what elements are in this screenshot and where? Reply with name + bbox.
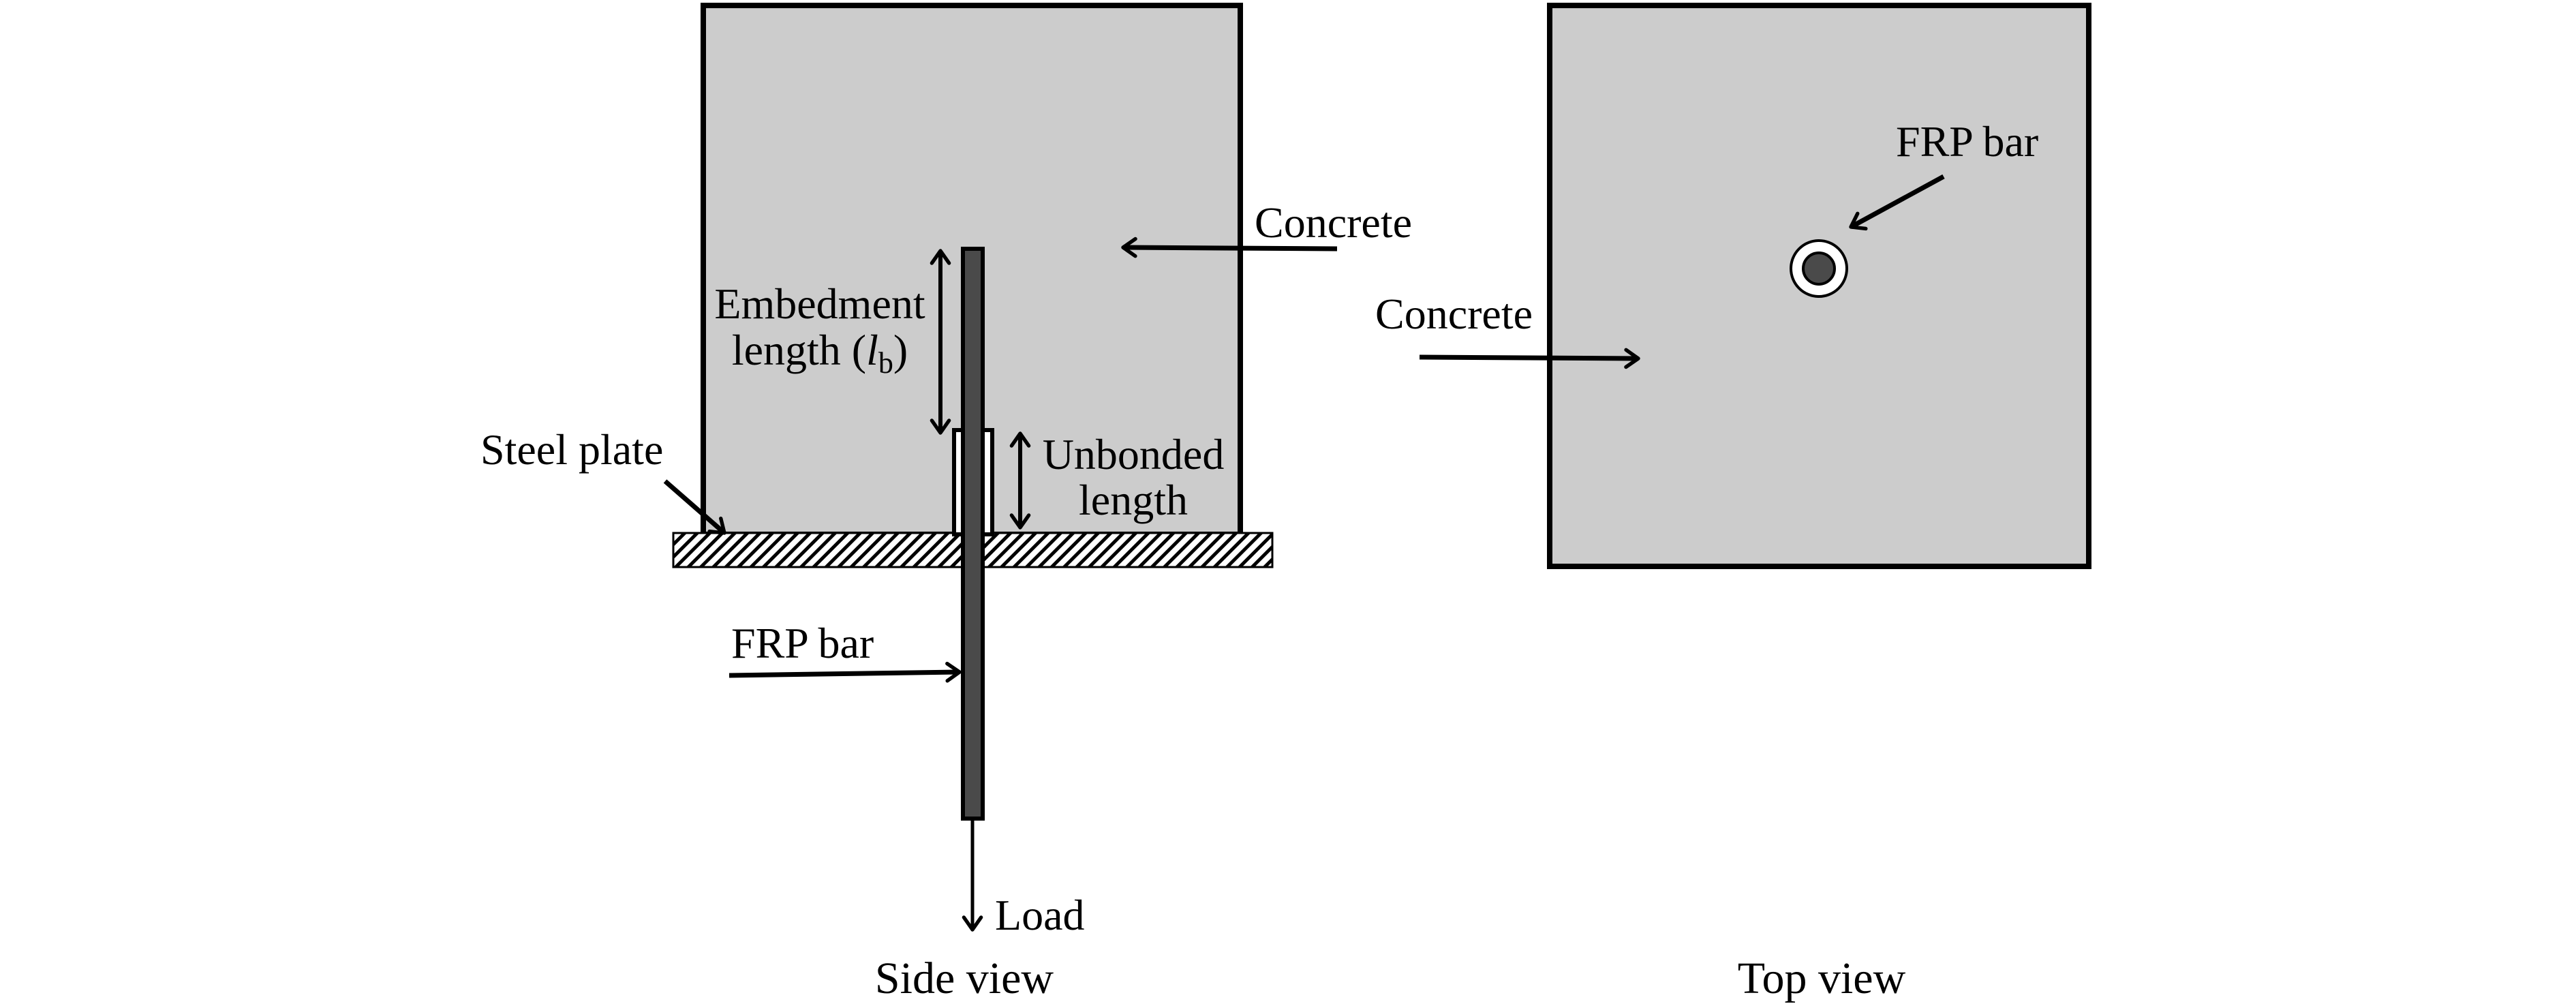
unbonded-label-line2: length [1079,476,1188,524]
side-view: Concrete Embedment length (lb) Unbonded … [480,3,1412,1003]
embedment-label-line1: Embedment [714,279,925,328]
frp-bar-pointer-arrow-top [1849,174,1945,231]
embedment-suffix: ) [893,326,908,374]
top-view-caption: Top view [1738,954,1906,1003]
frp-bar-side [961,247,985,821]
concrete-label-top: Concrete [1375,290,1533,338]
concrete-label-side: Concrete [1255,198,1412,247]
embedment-symbol: l [866,326,878,374]
top-view: FRP bar Concrete Top view [1375,3,2091,1003]
embedment-subscript: b [878,346,893,380]
side-view-caption: Side view [875,954,1054,1003]
concrete-pointer-arrow-side [1121,237,1338,258]
embedment-prefix: length ( [732,326,866,374]
steel-plate-label: Steel plate [480,425,663,474]
frp-bar-top [1802,252,1836,286]
unbonded-label-line1: Unbonded [1043,430,1225,478]
frp-bar-pointer-arrow-side [729,661,962,683]
concrete-pointer-arrow-top [1419,348,1640,369]
steel-plate-pointer-arrow [663,479,726,535]
load-label: Load [995,891,1085,939]
frp-bar-label-side: FRP bar [731,619,874,667]
embedment-label-line2: length (lb) [732,326,908,380]
frp-bar-label-top: FRP bar [1896,117,2038,166]
